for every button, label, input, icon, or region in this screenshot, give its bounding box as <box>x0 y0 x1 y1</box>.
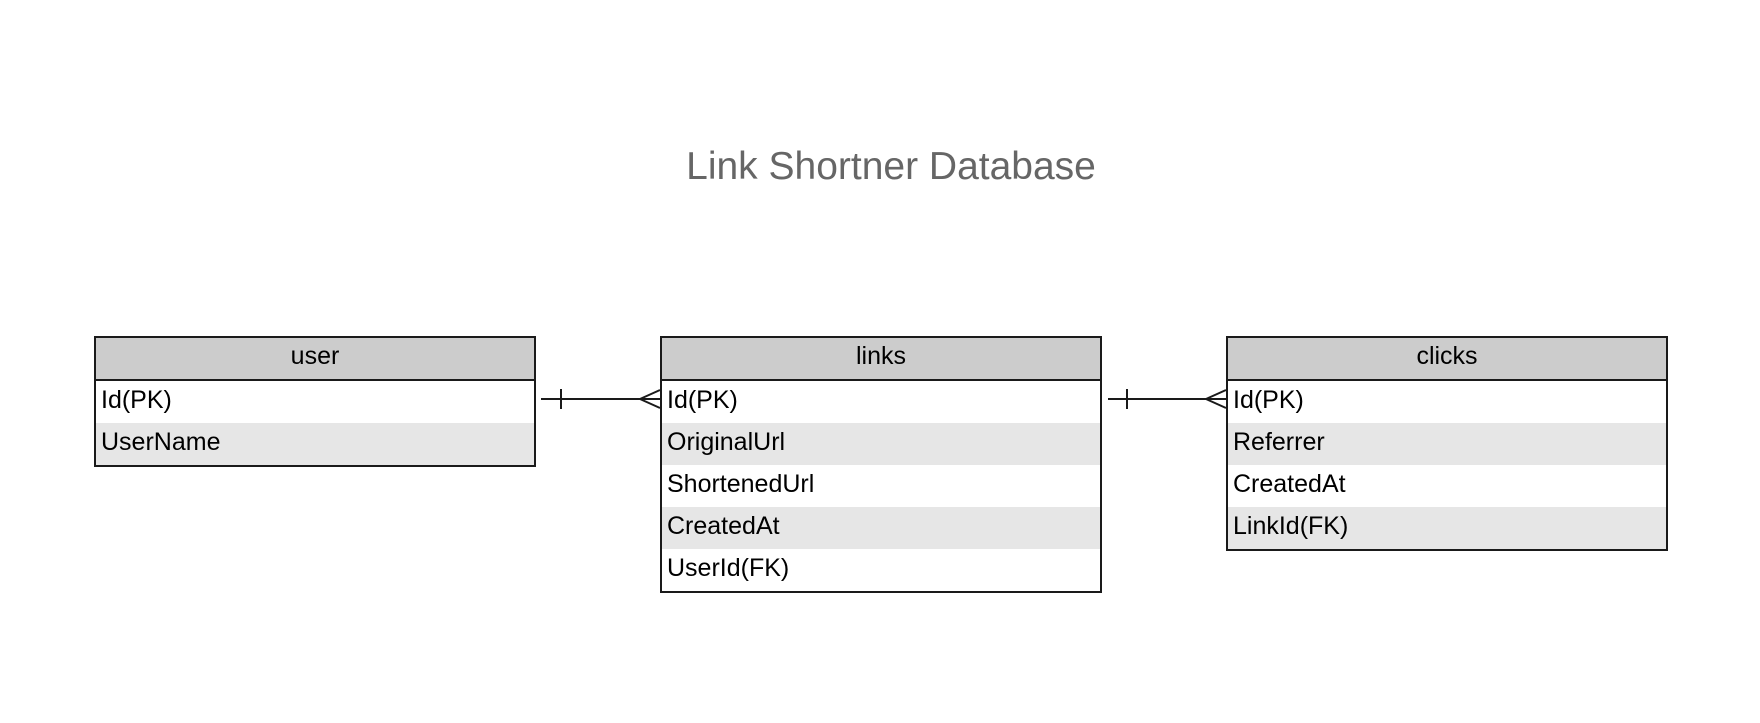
entity-header: clicks <box>1228 338 1666 381</box>
entity-field: UserName <box>96 423 534 465</box>
entity-header: links <box>662 338 1100 381</box>
entity-field: Id(PK) <box>1233 386 1304 414</box>
entity-user[interactable]: user Id(PK) UserName <box>94 336 536 467</box>
entity-clicks[interactable]: clicks Id(PK) Referrer CreatedAt LinkId(… <box>1226 336 1668 551</box>
entity-field: LinkId(FK) <box>1228 507 1666 549</box>
entity-field: CreatedAt <box>1233 470 1346 498</box>
entity-field: ShortenedUrl <box>667 470 815 498</box>
entity-field: UserId(FK) <box>667 554 790 582</box>
relationship-links-clicks[interactable] <box>1108 389 1227 409</box>
entity-field: Referrer <box>1228 423 1666 465</box>
entity-links[interactable]: links Id(PK) OriginalUrl ShortenedUrl Cr… <box>660 336 1102 593</box>
entity-field: OriginalUrl <box>662 423 1100 465</box>
crows-foot-lower <box>639 398 661 409</box>
diagram-title: Link Shortner Database <box>686 145 1096 188</box>
crows-foot-upper <box>639 389 661 400</box>
entity-field: Id(PK) <box>667 386 738 414</box>
entity-field: Id(PK) <box>101 386 172 414</box>
entity-header: user <box>96 338 534 381</box>
entity-field: CreatedAt <box>662 507 1100 549</box>
crows-foot-lower <box>1205 398 1227 409</box>
relationship-user-links[interactable] <box>541 389 661 409</box>
crows-foot-upper <box>1205 389 1227 400</box>
